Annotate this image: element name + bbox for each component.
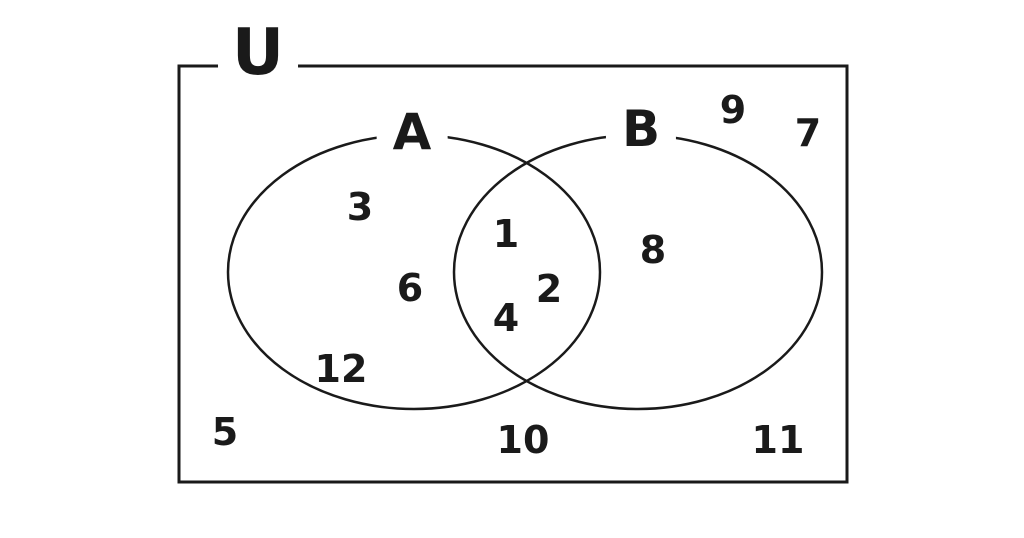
- venn-number-universe: 5: [211, 410, 239, 454]
- venn-number-universe: 9: [719, 88, 747, 132]
- venn-number-universe: 10: [496, 418, 550, 462]
- venn-number-intersection: 1: [492, 212, 520, 256]
- venn-number-a-only: 6: [396, 266, 424, 310]
- venn-number-universe: 7: [794, 111, 822, 155]
- venn-number-b-only: 8: [639, 228, 667, 272]
- venn-number-a-only: 3: [346, 185, 374, 229]
- set-b-circle: [452, 133, 824, 411]
- venn-number-intersection: 4: [492, 296, 520, 340]
- venn-number-intersection: 2: [535, 267, 563, 311]
- universe-label: U: [218, 17, 298, 89]
- venn-number-universe: 11: [751, 418, 805, 462]
- set-b-label: B: [605, 100, 677, 158]
- set-a-label: A: [376, 103, 448, 161]
- universe-rect: [177, 64, 849, 484]
- venn-number-a-only: 12: [314, 347, 368, 391]
